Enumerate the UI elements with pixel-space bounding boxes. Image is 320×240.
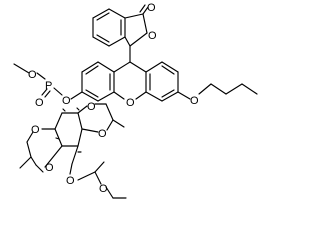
ethoxy-oxygen-label-1: O xyxy=(66,175,75,187)
tricyclic-acetal-system xyxy=(19,103,127,199)
phosphate-group xyxy=(13,63,83,100)
phosphate-double-oxygen-label: O xyxy=(35,97,44,109)
xanthene-oxygen-label: O xyxy=(126,97,135,109)
stereo-hash-marks xyxy=(55,107,82,153)
carbonyl-oxygen-label: O xyxy=(147,2,156,14)
xanthene-core xyxy=(81,61,179,102)
ether-oxygen-label: O xyxy=(190,95,199,107)
phosphorus-label: P xyxy=(45,80,52,92)
ring-oxygen-label-3: O xyxy=(31,124,40,136)
lactone-ring xyxy=(124,4,149,63)
lactone-oxygen-label: O xyxy=(148,30,157,42)
ethoxy-oxygen-label-2: O xyxy=(99,183,108,195)
butoxy-chain xyxy=(177,83,258,100)
ring-oxygen-label-4: O xyxy=(45,162,54,174)
phosphate-aryl-oxygen-label: O xyxy=(62,95,71,107)
ring-oxygen-label-2: O xyxy=(98,128,107,140)
phthalide-benzene-ring xyxy=(92,8,126,47)
ring-oxygen-label-1: O xyxy=(87,101,96,113)
chemical-structure: O O O O xyxy=(13,2,258,199)
phosphate-methyl-oxygen-label: O xyxy=(28,69,37,81)
